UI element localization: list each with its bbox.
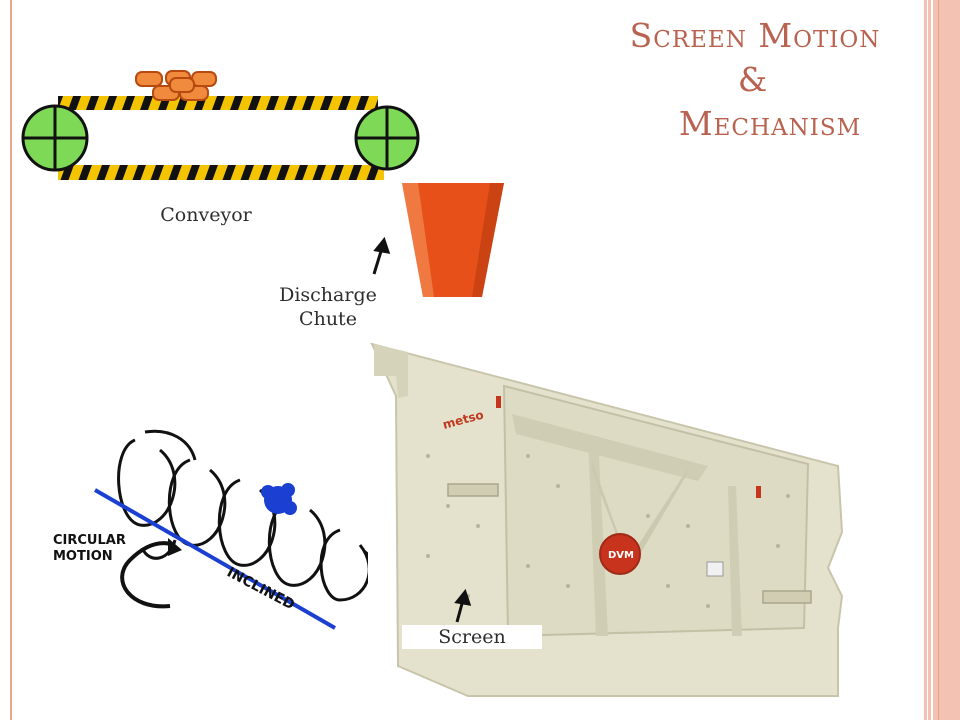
right-accent-band <box>924 0 960 720</box>
incline-line <box>94 488 336 630</box>
slide-title: Screen Motion & Mechanism <box>600 14 910 146</box>
conveyor-belt-bottom <box>58 165 384 180</box>
circular-motion-diagram: CIRCULAR MOTION INCLINED <box>53 429 375 630</box>
center-badge-icon <box>599 533 641 575</box>
conveyor-belt-top <box>58 96 378 110</box>
screen-label: Screen <box>402 625 542 649</box>
chute-pointer-arrow <box>372 236 391 275</box>
discharge-chute-label: Discharge Chute <box>279 284 377 330</box>
rock-pile-icon <box>135 70 217 101</box>
particle-icon <box>261 483 297 515</box>
rotation-arrow-icon <box>120 538 182 609</box>
circular-motion-text-1: CIRCULAR <box>53 533 126 548</box>
left-roller-icon <box>21 104 89 172</box>
left-accent-rule <box>10 0 12 720</box>
title-line-3: Mechanism <box>678 104 862 143</box>
title-line-1: Screen Motion <box>629 16 881 55</box>
badge-text: DVM <box>608 550 634 561</box>
title-line-2: & <box>737 60 769 99</box>
circular-motion-text-2: MOTION <box>53 549 113 564</box>
conveyor-label: Conveyor <box>160 204 252 226</box>
right-roller-icon <box>354 105 420 171</box>
mounting-bracket-icon <box>447 483 812 604</box>
discharge-chute-icon <box>402 183 504 297</box>
